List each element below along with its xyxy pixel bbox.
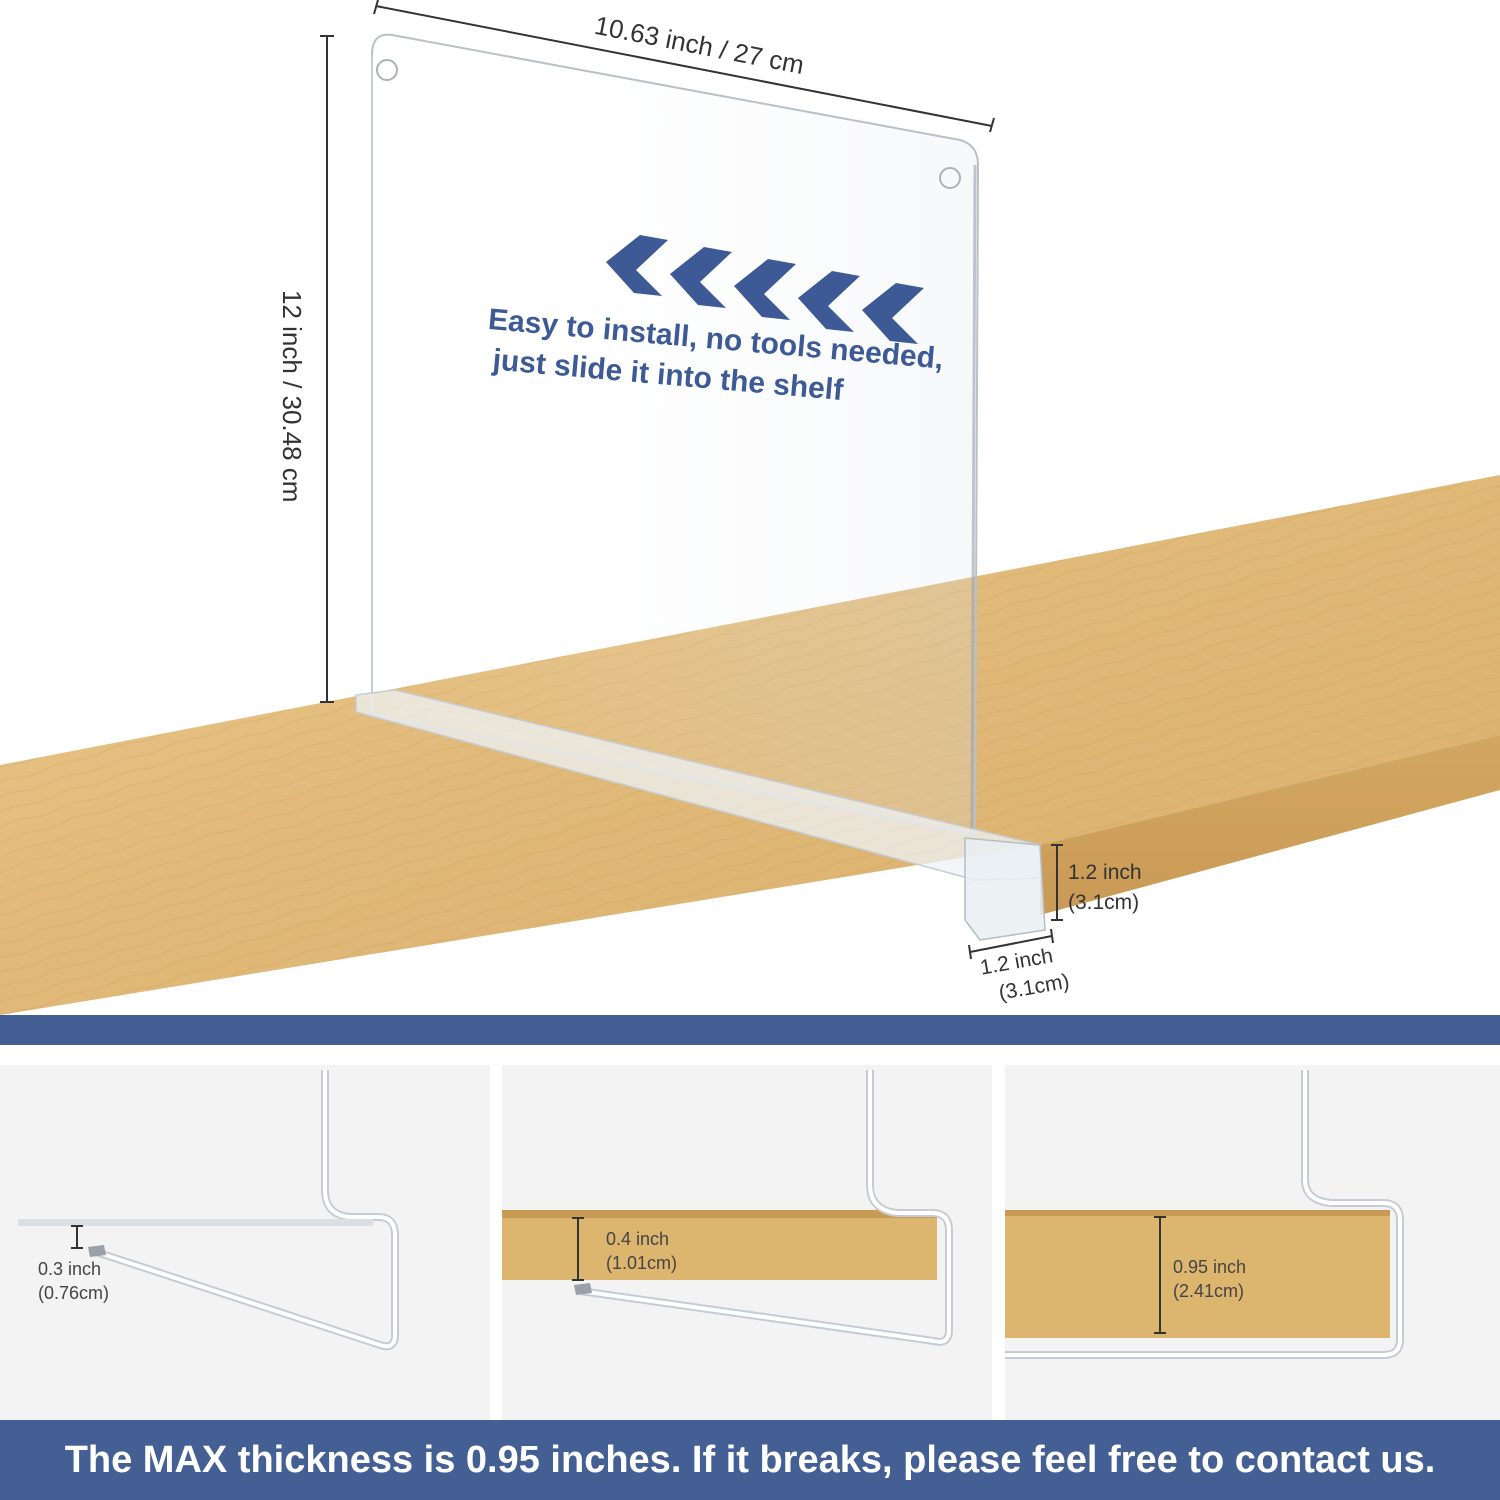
foot-height-label: 1.2 inch (3.1cm) <box>1068 858 1142 918</box>
shelf-front-edge <box>1040 735 1500 915</box>
foot-height-inch: 1.2 inch <box>1068 861 1142 884</box>
thick-shelf-label: 0.95 inch (2.41cm) <box>1173 1255 1246 1303</box>
thickness-panel-3: 0.95 inch (2.41cm) <box>1005 1065 1500 1420</box>
foot-height-cm: (3.1cm) <box>1068 891 1140 914</box>
thickness-panel-2: 0.4 inch (1.01cm) <box>502 1065 992 1420</box>
medium-shelf-illustration <box>502 1070 953 1346</box>
thick-shelf-illustration <box>1005 1070 1404 1359</box>
thickness-panel-1: 0.3 inch (0.76cm) <box>0 1065 490 1420</box>
thick-shelf-inch: 0.95 inch <box>1173 1257 1247 1277</box>
shelf-divider-illustration <box>0 0 1500 1015</box>
direction-arrows-icon <box>606 235 924 344</box>
mount-hole-left <box>376 59 398 81</box>
medium-shelf-cm: (1.01cm) <box>606 1253 678 1273</box>
mount-hole-right <box>939 167 961 189</box>
footer-text: The MAX thickness is 0.95 inches. If it … <box>64 1438 1436 1481</box>
product-hero: Easy to install, no tools needed, just s… <box>0 0 1500 1015</box>
thick-shelf-cm: (2.41cm) <box>1173 1281 1245 1301</box>
thin-shelf-cm: (0.76cm) <box>38 1283 110 1303</box>
thin-shelf-label: 0.3 inch (0.76cm) <box>38 1257 109 1305</box>
thin-shelf-illustration <box>18 1070 399 1351</box>
medium-shelf-inch: 0.4 inch <box>606 1229 670 1249</box>
width-dimension-line <box>373 0 995 133</box>
footer-banner: The MAX thickness is 0.95 inches. If it … <box>0 1420 1500 1500</box>
medium-shelf-label: 0.4 inch (1.01cm) <box>606 1227 677 1275</box>
foot-height-dimension-line <box>1051 844 1063 921</box>
foot-width-dimension-line <box>968 928 1054 960</box>
section-divider-stripe <box>0 1015 1500 1045</box>
height-dimension-line <box>320 35 334 703</box>
thin-shelf-inch: 0.3 inch <box>38 1259 102 1279</box>
height-label: 12 inch / 30.48 cm <box>277 290 307 503</box>
